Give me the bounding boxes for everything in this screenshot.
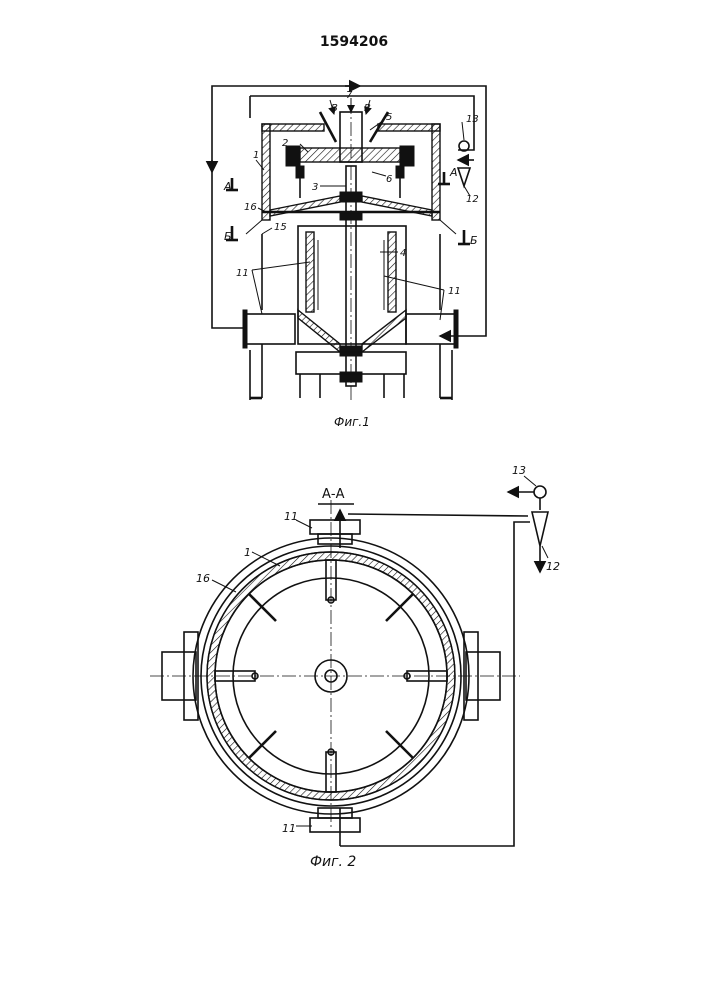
- shaft: [340, 100, 362, 400]
- fig2-callout-11-bottom: 11: [282, 822, 296, 835]
- cyclone-12-icon: [458, 168, 470, 186]
- fig2-callout-12: 12: [546, 560, 560, 573]
- callout-1: 1: [253, 150, 259, 161]
- section-mark-a-right: А: [449, 166, 458, 179]
- patent-number: 1594206: [320, 34, 388, 50]
- fig2-callout-13: 13: [512, 464, 526, 477]
- callout-6: 6: [386, 174, 392, 185]
- section-mark-b-left: Б: [224, 230, 232, 243]
- callout-15: 15: [274, 222, 287, 233]
- fig2-callout-1: 1: [244, 546, 251, 559]
- figure-2-caption: Фиг. 2: [310, 854, 356, 870]
- section-title-a-a: А-А: [322, 487, 345, 502]
- section-mark-b-right: Б: [470, 234, 478, 247]
- callout-2: 2: [282, 138, 288, 149]
- figure-1: А А Б Б В В 1 2 3 4 5 6 7 11: [212, 86, 486, 429]
- fig2-callout-16: 16: [196, 572, 210, 585]
- figure-2: А-А: [150, 464, 560, 870]
- callout-4: 4: [400, 248, 406, 259]
- callout-3: 3: [312, 182, 318, 193]
- callout-12: 12: [466, 194, 479, 205]
- rotor-disc: [286, 146, 414, 198]
- callout-13: 13: [466, 114, 479, 125]
- flow-mark-v1: В: [331, 103, 338, 114]
- callout-11-left: 11: [236, 268, 249, 279]
- callout-11-right: 11: [448, 286, 461, 297]
- inner-cylinder-4: [298, 226, 406, 352]
- section-mark-a-left: А: [223, 180, 232, 193]
- callout-7: 7: [346, 90, 353, 101]
- fig2-callout-11-top: 11: [284, 510, 298, 523]
- callout-5: 5: [386, 112, 392, 123]
- callout-16: 16: [244, 202, 257, 213]
- flow-mark-v2: В: [364, 103, 371, 114]
- figure-1-caption: Фиг.1: [334, 415, 370, 429]
